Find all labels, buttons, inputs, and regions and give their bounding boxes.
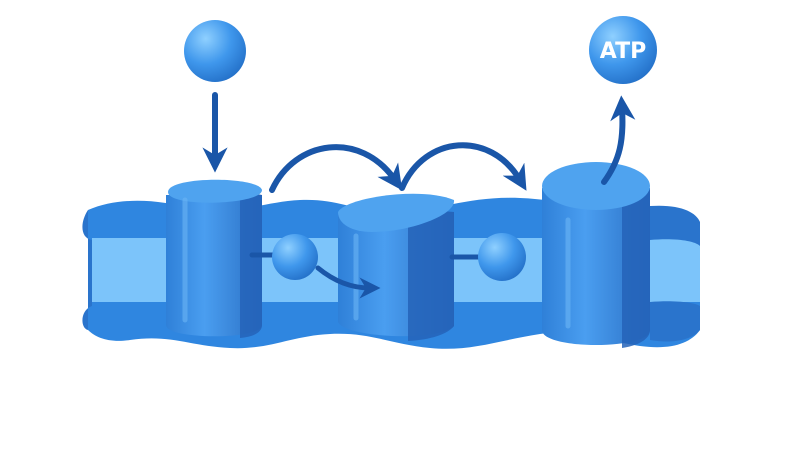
protein-channel-1 (166, 179, 262, 338)
electron-carrier-2 (478, 233, 526, 281)
protein-channel-2 (338, 193, 455, 341)
arrow-channel-2-to-3 (399, 142, 527, 191)
atp-molecule: ATP (589, 16, 657, 84)
arrow-out-of-channel-3 (601, 95, 636, 185)
atp-label: ATP (600, 39, 646, 64)
arrow-carrier-1-to-channel-2 (315, 265, 381, 299)
membrane-right-edge-bottom (650, 301, 700, 342)
protein-channel-3 (542, 162, 650, 348)
electron-carrier-1 (272, 234, 318, 280)
membrane-right-edge (650, 205, 700, 246)
arrow-channel-1-to-2 (269, 144, 403, 193)
membrane-left-edge (82, 210, 92, 330)
substrate-molecule (184, 20, 246, 82)
